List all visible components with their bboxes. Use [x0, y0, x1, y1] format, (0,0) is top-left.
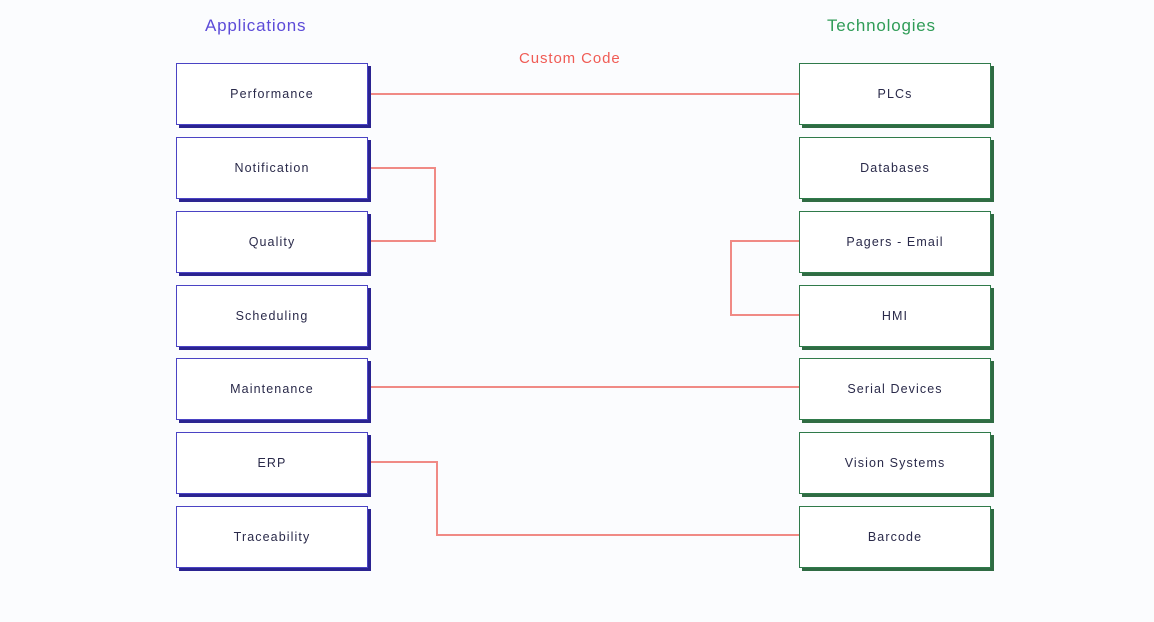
node-label: HMI — [881, 309, 909, 323]
node-label: Maintenance — [230, 382, 314, 396]
node-label: Performance — [230, 87, 314, 101]
tech-node-hmi[interactable]: HMI — [799, 285, 991, 347]
node-label: PLCs — [877, 87, 913, 101]
node-label: ERP — [257, 456, 287, 470]
node-label: Databases — [860, 161, 930, 175]
tech-node-vision-systems[interactable]: Vision Systems — [799, 432, 991, 494]
custom-code-label: Custom Code — [519, 50, 621, 67]
tech-node-plcs[interactable]: PLCs — [799, 63, 991, 125]
app-node-maintenance[interactable]: Maintenance — [176, 358, 368, 420]
node-label: Barcode — [867, 530, 923, 544]
node-label: Scheduling — [235, 309, 309, 323]
tech-node-pagers-email[interactable]: Pagers - Email — [799, 211, 991, 273]
tech-node-barcode[interactable]: Barcode — [799, 506, 991, 568]
node-label: Traceability — [233, 530, 311, 544]
app-node-performance[interactable]: Performance — [176, 63, 368, 125]
connector-pagers-to-hmi — [730, 240, 799, 316]
app-node-notification[interactable]: Notification — [176, 137, 368, 199]
node-label: Serial Devices — [847, 382, 943, 396]
app-node-quality[interactable]: Quality — [176, 211, 368, 273]
app-node-erp[interactable]: ERP — [176, 432, 368, 494]
connector-erp-to-barcode — [368, 461, 799, 536]
column-heading-technologies: Technologies — [827, 16, 936, 35]
tech-node-serial-devices[interactable]: Serial Devices — [799, 358, 991, 420]
node-label: Quality — [248, 235, 296, 249]
connector-notification-to-quality — [368, 167, 436, 242]
app-node-scheduling[interactable]: Scheduling — [176, 285, 368, 347]
node-label: Vision Systems — [844, 456, 946, 470]
column-heading-applications: Applications — [205, 16, 307, 35]
node-label: Notification — [234, 161, 310, 175]
node-label: Pagers - Email — [846, 235, 944, 249]
app-node-traceability[interactable]: Traceability — [176, 506, 368, 568]
tech-node-databases[interactable]: Databases — [799, 137, 991, 199]
